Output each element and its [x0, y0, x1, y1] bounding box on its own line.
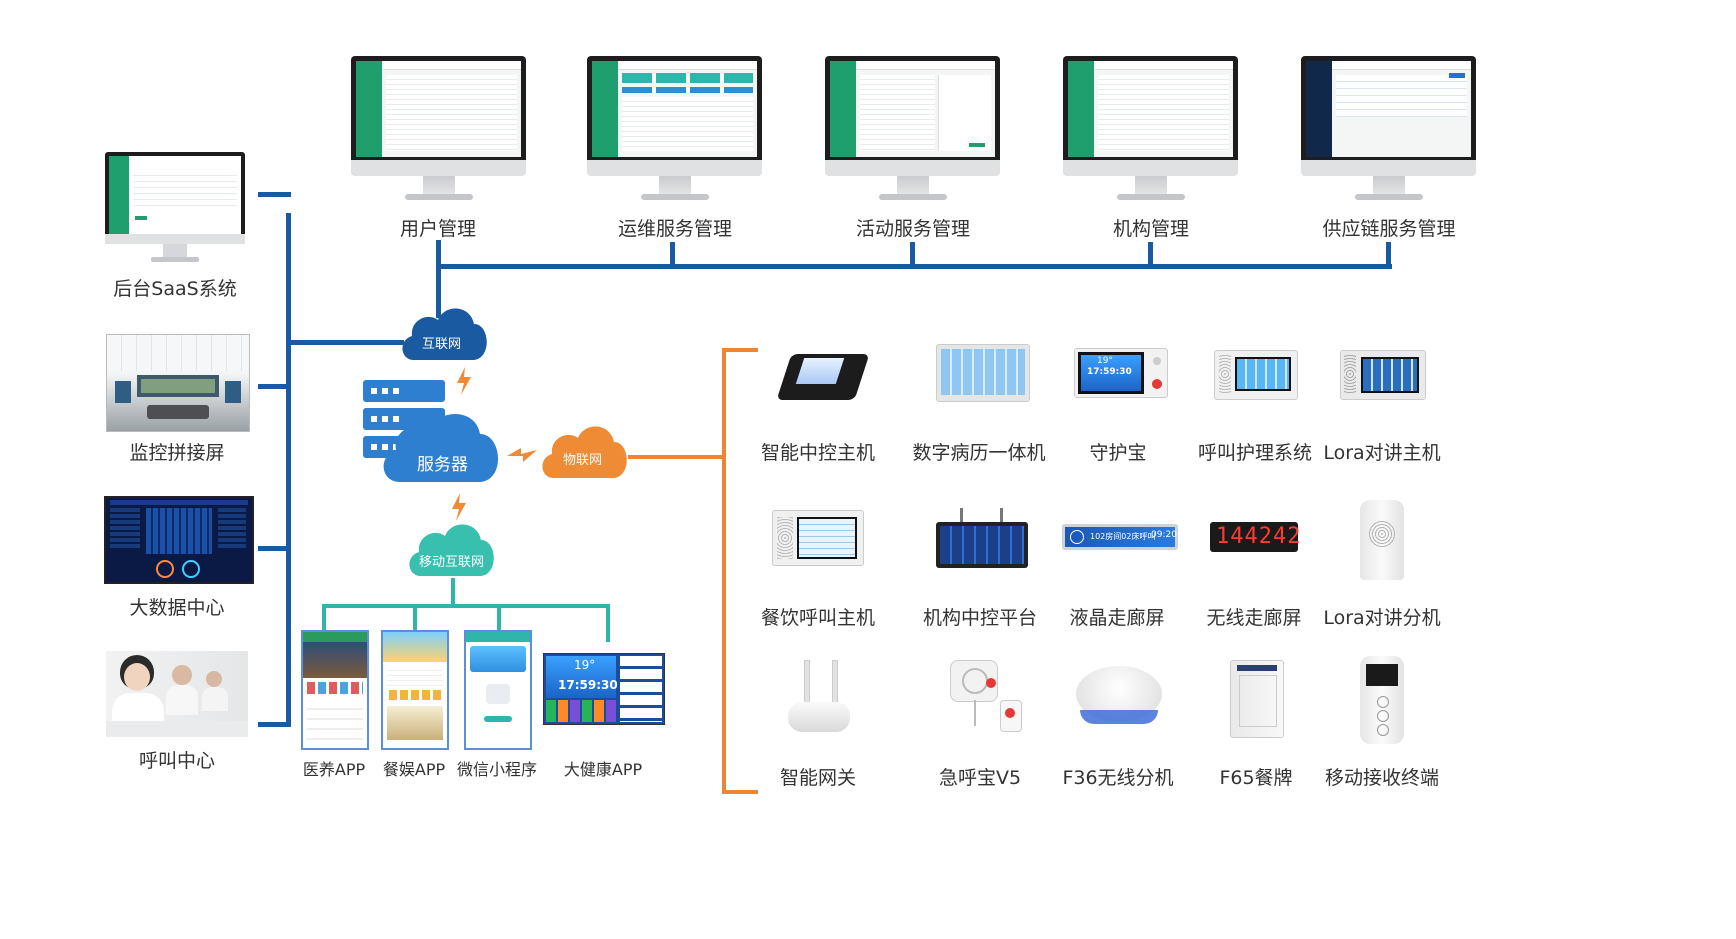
- big-data-screen: [104, 496, 254, 584]
- label-app-canyu: 餐娱APP: [382, 760, 446, 779]
- bolt-top: [457, 367, 471, 395]
- label-guardian: 守护宝: [1089, 442, 1147, 464]
- label-big-data: 大数据中心: [129, 597, 225, 619]
- iot-label: 物联网: [563, 453, 603, 468]
- monitor-user-management: [351, 56, 526, 216]
- mobile-drop-3: [497, 604, 501, 630]
- label-saas: 后台SaaS系统: [113, 278, 237, 300]
- iot-bus-vertical: [722, 348, 726, 794]
- label-f36-extension: F36无线分机: [1062, 767, 1174, 789]
- label-mobile-receiver: 移动接收终端: [1324, 767, 1440, 789]
- device-smart-gateway: [786, 660, 852, 736]
- device-nurse-call: [1214, 350, 1298, 400]
- health-clock: 17:59:30: [558, 678, 618, 692]
- label-call-center: 呼叫中心: [138, 750, 216, 772]
- label-wireless-corridor: 无线走廊屏: [1206, 607, 1302, 629]
- monitor-ops-service: [587, 56, 762, 216]
- mobile-bus: [322, 604, 610, 608]
- iot-bus-top: [722, 348, 758, 352]
- device-wireless-corridor: 144242: [1210, 522, 1302, 552]
- left-to-internet: [286, 340, 404, 345]
- label-lcd-corridor: 液晶走廊屏: [1069, 607, 1165, 629]
- left-branch-monitor: [258, 384, 291, 389]
- monitor-supply-chain: [1301, 56, 1476, 216]
- device-emergency-v5: [944, 660, 1024, 736]
- device-mobile-receiver: [1360, 656, 1404, 744]
- app-wechat-screen: [464, 630, 532, 750]
- device-smart-controller: [776, 344, 870, 406]
- health-temp: 19°: [574, 658, 596, 672]
- mobile-drop-2: [413, 604, 417, 630]
- left-branch-saas: [258, 192, 291, 197]
- label-app-yiyang: 医养APP: [302, 760, 366, 779]
- bolt-bottom: [452, 493, 466, 521]
- app-canyu-screen: [381, 630, 449, 750]
- device-lcd-corridor: 102房间02床呼叫 09:20: [1062, 524, 1178, 550]
- iot-link: [628, 455, 724, 459]
- mobile-label: 移动互联网: [419, 555, 485, 570]
- label-lora-extension: Lora对讲分机: [1323, 607, 1441, 629]
- label-activity-service: 活动服务管理: [855, 218, 971, 240]
- mobile-stem: [451, 578, 455, 606]
- device-f36-extension: [1076, 666, 1162, 732]
- internet-label: 互联网: [422, 337, 462, 352]
- label-app-health: 大健康APP: [563, 760, 643, 779]
- lcd-corridor-time: 09:20: [1151, 530, 1177, 540]
- iot-cloud: [542, 426, 627, 478]
- label-user-management: 用户管理: [399, 218, 477, 240]
- mobile-drop-4: [606, 604, 610, 642]
- label-digital-record: 数字病历一体机: [912, 442, 1046, 464]
- label-nurse-call: 呼叫护理系统: [1197, 442, 1313, 464]
- device-f65-menu: [1230, 660, 1284, 738]
- label-monitor-wall: 监控拼接屏: [129, 442, 225, 464]
- device-catering-call: [772, 510, 864, 566]
- left-branch-callcenter: [258, 722, 291, 727]
- lcd-corridor-text: 102房间02床呼叫: [1090, 532, 1156, 541]
- left-bus-vertical: [286, 213, 291, 725]
- iot-bus-bottom: [722, 790, 758, 794]
- label-app-wechat: 微信小程序: [456, 760, 538, 779]
- guardian-time: 17:59:30: [1087, 367, 1132, 377]
- label-smart-gateway: 智能网关: [779, 767, 857, 789]
- label-catering-call: 餐饮呼叫主机: [760, 607, 876, 629]
- guardian-temp: 19°: [1097, 356, 1113, 366]
- monitor-organization: [1063, 56, 1238, 216]
- label-emergency-v5: 急呼宝V5: [938, 767, 1022, 789]
- server-label: 服务器: [417, 455, 468, 475]
- saas-monitor: [105, 152, 245, 267]
- led-digits: 144242: [1216, 524, 1302, 549]
- device-org-platform: [932, 508, 1032, 572]
- top-drop-ops: [670, 242, 675, 268]
- label-lora-host: Lora对讲主机: [1323, 442, 1441, 464]
- left-branch-bigdata: [258, 546, 291, 551]
- top-drop-org: [1148, 242, 1153, 268]
- top-drop-supply: [1386, 242, 1391, 268]
- device-digital-record: [936, 344, 1030, 402]
- top-drop-activity: [910, 242, 915, 268]
- bolt-right: [507, 448, 537, 462]
- label-organization: 机构管理: [1112, 218, 1190, 240]
- label-ops-service: 运维服务管理: [617, 218, 733, 240]
- monitor-wall-photo: [106, 334, 250, 432]
- label-f65-menu: F65餐牌: [1219, 767, 1293, 789]
- device-lora-host: [1340, 350, 1426, 400]
- top-drop-user: [436, 240, 441, 318]
- label-smart-controller: 智能中控主机: [760, 442, 876, 464]
- call-center-photo: [106, 651, 248, 737]
- app-health-screen: 19° 17:59:30: [543, 653, 665, 725]
- device-guardian: 19° 17:59:30: [1074, 348, 1168, 398]
- app-yiyang-screen: [301, 630, 369, 750]
- label-supply-chain: 供应链服务管理: [1322, 218, 1456, 240]
- monitor-activity-service: [825, 56, 1000, 216]
- mobile-cloud: [409, 524, 494, 576]
- server-cloud: [383, 413, 499, 482]
- label-org-platform: 机构中控平台: [922, 607, 1038, 629]
- mobile-drop-1: [322, 604, 326, 630]
- device-lora-extension: [1360, 500, 1404, 580]
- internet-cloud: [402, 308, 487, 360]
